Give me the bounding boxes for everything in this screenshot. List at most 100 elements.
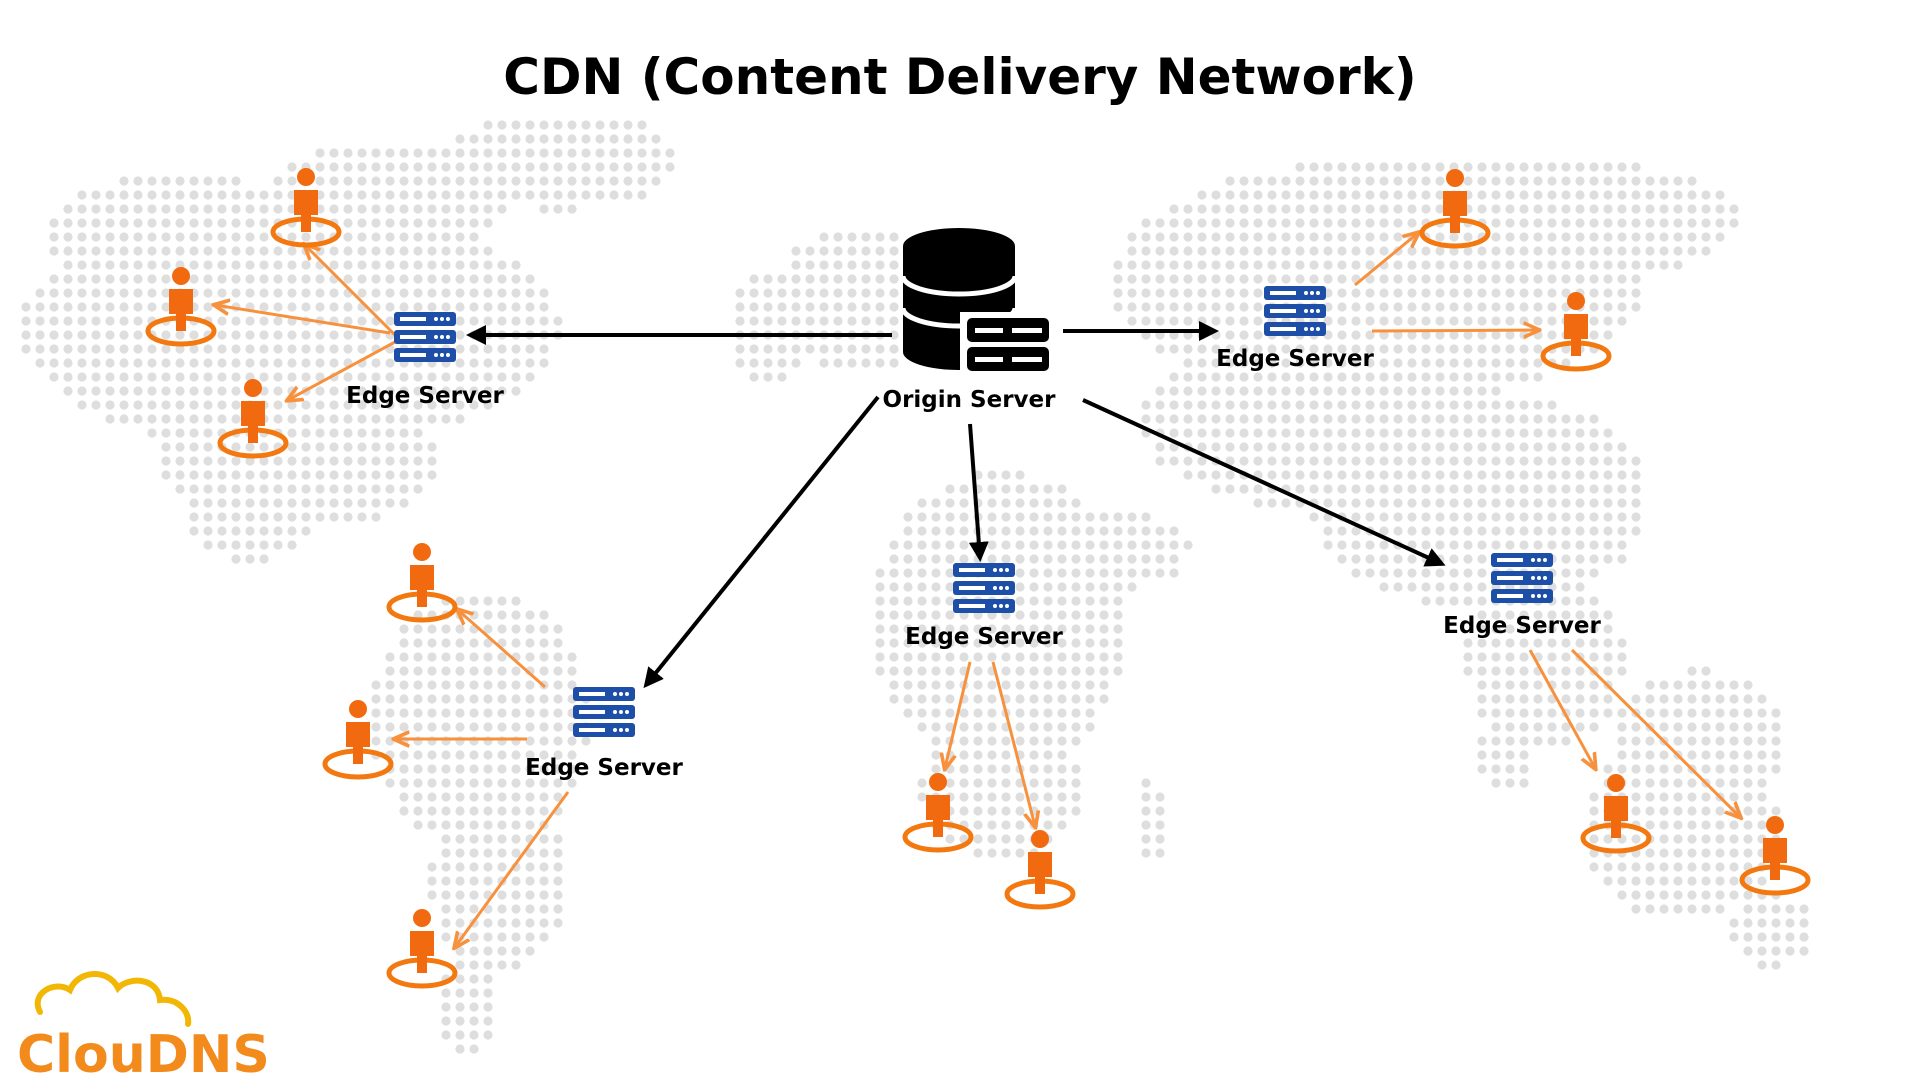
map-dot xyxy=(539,876,549,886)
map-dot xyxy=(105,414,115,424)
map-dot xyxy=(1351,484,1361,494)
map-dot xyxy=(1309,442,1319,452)
map-dot xyxy=(553,764,563,774)
map-dot xyxy=(427,708,437,718)
map-dot xyxy=(455,974,465,984)
map-dot xyxy=(1421,400,1431,410)
map-dot xyxy=(1211,288,1221,298)
map-dot xyxy=(1477,652,1487,662)
map-dot xyxy=(1491,288,1501,298)
map-dot xyxy=(357,260,367,270)
map-dot xyxy=(259,498,269,508)
map-dot xyxy=(553,736,563,746)
map-dot xyxy=(1337,218,1347,228)
link-origin-to-edge-africa xyxy=(968,423,989,562)
map-dot xyxy=(413,162,423,172)
map-dot xyxy=(1603,470,1613,480)
map-dot xyxy=(1519,708,1529,718)
map-dot xyxy=(1113,582,1123,592)
map-dot xyxy=(441,386,451,396)
map-dot xyxy=(889,302,899,312)
map-dot xyxy=(875,610,885,620)
map-dot xyxy=(1211,400,1221,410)
map-dot xyxy=(161,204,171,214)
map-dot xyxy=(1099,554,1109,564)
map-dot xyxy=(413,624,423,634)
map-dot xyxy=(637,162,647,172)
map-dot xyxy=(889,358,899,368)
map-dot xyxy=(245,526,255,536)
map-dot xyxy=(1043,540,1053,550)
map-dot xyxy=(1211,372,1221,382)
map-dot xyxy=(1449,386,1459,396)
map-dot xyxy=(483,708,493,718)
map-dot xyxy=(1421,414,1431,424)
map-dot xyxy=(1407,554,1417,564)
map-dot xyxy=(1617,274,1627,284)
map-dot xyxy=(441,862,451,872)
map-dot xyxy=(1701,876,1711,886)
edge-server-label: Edge Server xyxy=(905,624,1063,650)
map-dot xyxy=(343,274,353,284)
map-dot xyxy=(525,162,535,172)
map-dot xyxy=(469,176,479,186)
map-dot xyxy=(1617,862,1627,872)
map-dot xyxy=(1687,736,1697,746)
map-dot xyxy=(441,806,451,816)
map-dot xyxy=(315,372,325,382)
link-edge-asia-north-to-user-1 xyxy=(1354,233,1418,287)
map-dot xyxy=(1771,932,1781,942)
map-dot xyxy=(1701,792,1711,802)
map-dot xyxy=(273,386,283,396)
map-dot xyxy=(1309,232,1319,242)
map-dot xyxy=(1379,526,1389,536)
map-dot xyxy=(455,344,465,354)
map-dot xyxy=(931,638,941,648)
map-dot xyxy=(1337,274,1347,284)
map-dot xyxy=(1407,386,1417,396)
map-dot xyxy=(371,246,381,256)
map-dot xyxy=(1701,862,1711,872)
map-dot xyxy=(1015,596,1025,606)
map-dot xyxy=(133,232,143,242)
map-dot xyxy=(77,302,87,312)
map-dot xyxy=(483,1030,493,1040)
map-dot xyxy=(483,134,493,144)
map-dot xyxy=(1085,596,1095,606)
map-dot xyxy=(1477,456,1487,466)
map-dot xyxy=(161,470,171,480)
map-dot xyxy=(1449,554,1459,564)
map-dot xyxy=(189,526,199,536)
map-dot xyxy=(1561,638,1571,648)
map-dot xyxy=(469,596,479,606)
map-dot xyxy=(525,848,535,858)
map-dot xyxy=(441,302,451,312)
map-dot xyxy=(511,750,521,760)
map-dot xyxy=(455,960,465,970)
map-dot xyxy=(203,190,213,200)
map-dot xyxy=(1505,204,1515,214)
map-dot xyxy=(1015,652,1025,662)
map-dot xyxy=(567,134,577,144)
map-dot xyxy=(1337,302,1347,312)
map-dot xyxy=(1225,456,1235,466)
map-dot xyxy=(987,834,997,844)
map-dot xyxy=(315,386,325,396)
map-dot xyxy=(427,400,437,410)
map-dot xyxy=(483,680,493,690)
map-dot xyxy=(917,568,927,578)
map-dot xyxy=(77,316,87,326)
map-dot xyxy=(1421,372,1431,382)
map-dot xyxy=(931,610,941,620)
map-dot xyxy=(553,848,563,858)
map-dot xyxy=(1183,316,1193,326)
map-dot xyxy=(1127,540,1137,550)
edge-server-asia-south: Edge Server xyxy=(1443,553,1602,639)
map-dot xyxy=(791,246,801,256)
map-dot xyxy=(1309,204,1319,214)
map-dot xyxy=(903,526,913,536)
map-dot xyxy=(1659,764,1669,774)
map-dot xyxy=(189,246,199,256)
map-dot xyxy=(777,372,787,382)
